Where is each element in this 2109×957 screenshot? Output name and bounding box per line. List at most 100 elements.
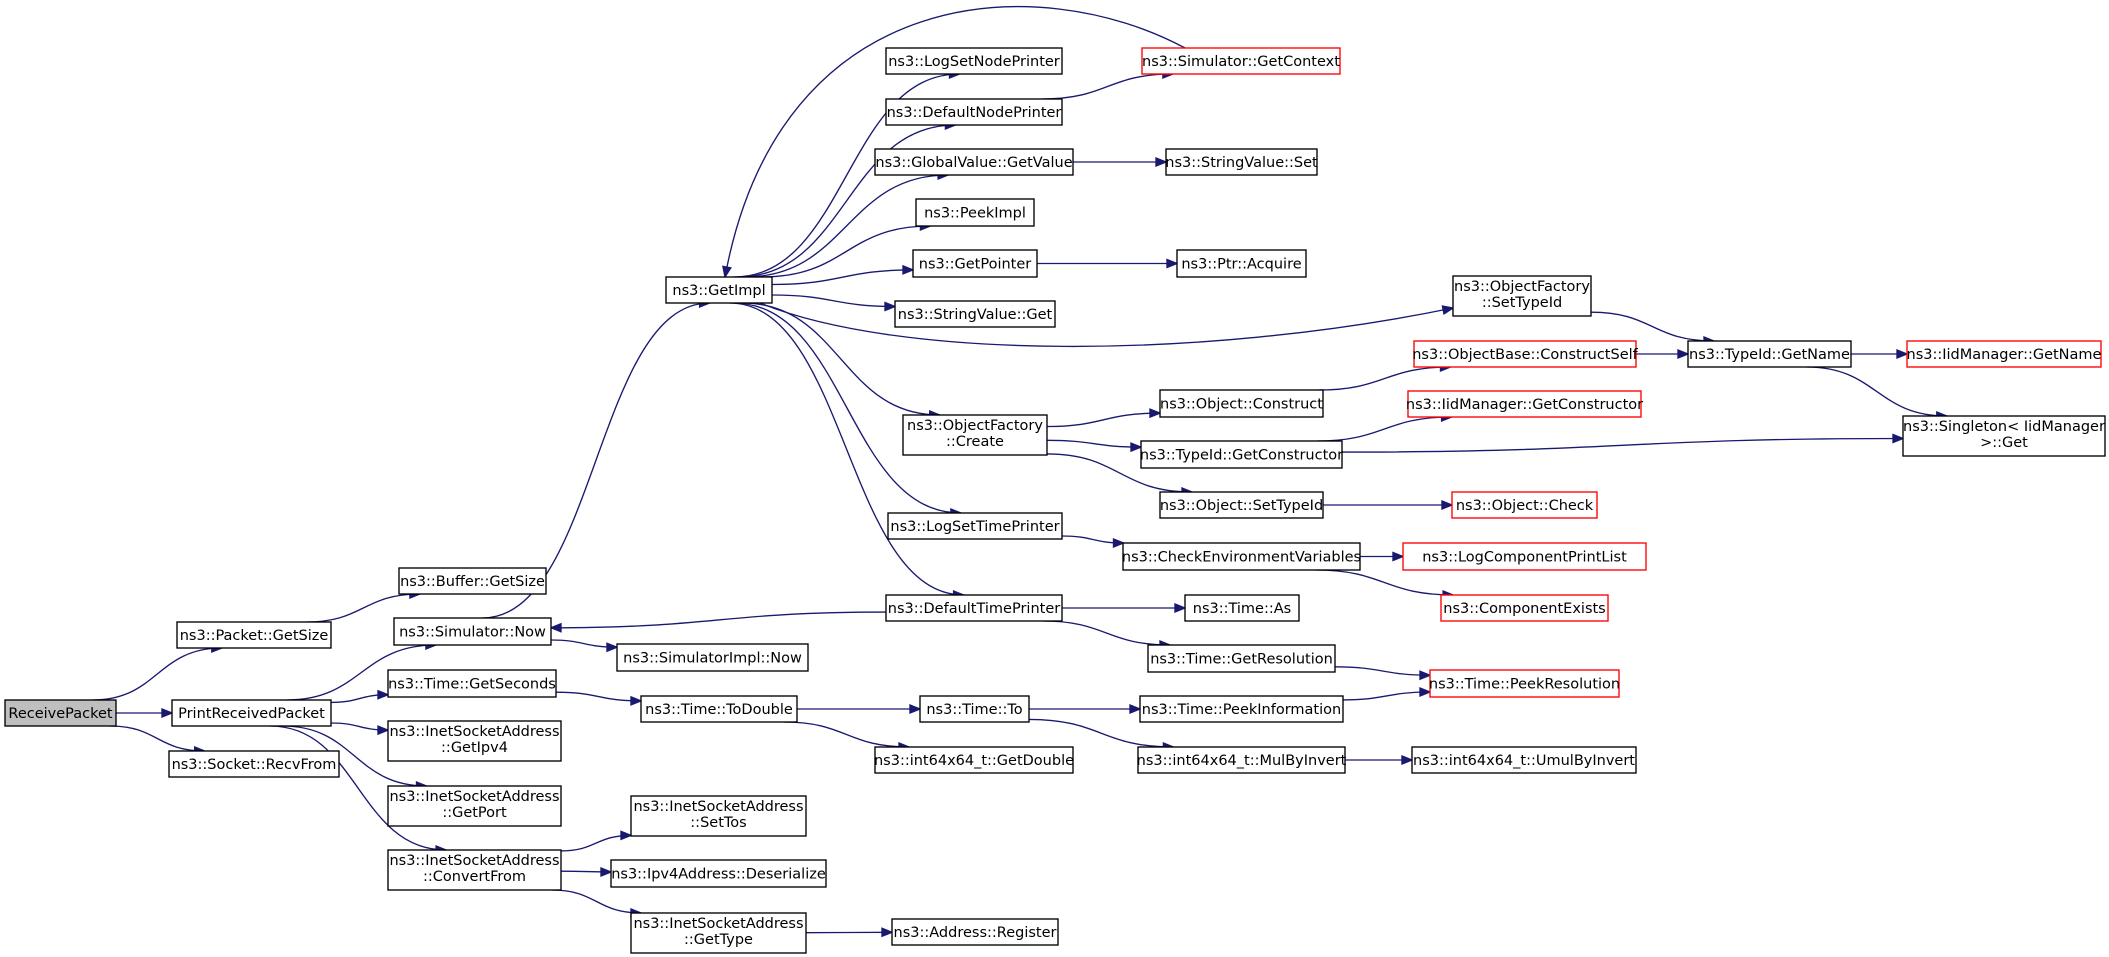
node-box <box>398 567 547 595</box>
node-tas[interactable]: ns3::Time::As <box>1184 594 1300 622</box>
node-label: ns3::LogSetNodePrinter <box>888 54 1060 70</box>
node-snow[interactable]: ns3::Simulator::Now <box>393 617 552 646</box>
node-label: ns3::int64x64_t::GetDouble <box>874 753 1074 769</box>
edge-line <box>1046 439 1142 448</box>
edge-line <box>744 174 949 278</box>
node-box <box>616 643 809 672</box>
node-gip[interactable]: ns3::InetSocketAddress::GetIpv4 <box>387 720 562 762</box>
node-srf[interactable]: ns3::Socket::RecvFrom <box>168 750 340 778</box>
edge-snow-to-sinow <box>550 639 619 653</box>
node-box <box>1122 542 1361 571</box>
node-box <box>665 276 773 304</box>
node-gtype[interactable]: ns3::InetSocketAddress::GetType <box>630 912 807 954</box>
node-i64umbi[interactable]: ns3::int64x64_t::UmulByInvert <box>1411 746 1637 774</box>
node-gptr[interactable]: ns3::GetPointer <box>912 249 1038 278</box>
node-gvgv[interactable]: ns3::GlobalValue::GetValue <box>874 148 1074 176</box>
node-box <box>1184 594 1300 622</box>
node-obcs[interactable]: ns3::ObjectBase::ConstructSelf <box>1412 340 1639 368</box>
node-ipdes[interactable]: ns3::Ipv4Address::Deserialize <box>610 859 827 888</box>
node-ttt[interactable]: ns3::Time::To <box>919 695 1030 723</box>
node-oconst[interactable]: ns3::Object::Construct <box>1159 389 1324 418</box>
edge-line <box>729 302 964 596</box>
node-label: ns3::InetSocketAddress <box>389 724 559 740</box>
edge-arrowhead <box>606 642 619 653</box>
edge-line <box>1042 73 1173 100</box>
node-tigc[interactable]: ns3::TypeId::GetConstructor <box>1140 440 1343 469</box>
edge-arrowhead <box>1149 408 1162 419</box>
node-rp[interactable]: ReceivePacket <box>4 699 117 727</box>
node-tpi[interactable]: ns3::Time::PeekInformation <box>1139 695 1344 723</box>
edge-arrowhead <box>1441 305 1455 316</box>
edge-arrowhead <box>600 867 613 877</box>
node-stos[interactable]: ns3::InetSocketAddress::SetTos <box>630 795 807 837</box>
node-i64gd[interactable]: ns3::int64x64_t::GetDouble <box>874 746 1074 774</box>
edge-line <box>551 889 642 914</box>
node-label: ns3::Simulator::Now <box>399 625 546 641</box>
edge-tign-to-imgn <box>1850 349 1909 359</box>
node-bgs[interactable]: ns3::Buffer::GetSize <box>398 567 547 595</box>
edge-rp-to-pgs <box>92 643 224 701</box>
node-svset[interactable]: ns3::StringValue::Set <box>1165 148 1318 176</box>
node-areg[interactable]: ns3::Address::Register <box>891 918 1059 946</box>
node-box <box>610 859 827 888</box>
node-label: >::Get <box>1980 435 2028 451</box>
node-sing[interactable]: ns3::Singleton< IidManager>::Get <box>1902 415 2106 457</box>
node-lcpl[interactable]: ns3::LogComponentPrintList <box>1402 542 1647 571</box>
node-dnp[interactable]: ns3::DefaultNodePrinter <box>885 98 1063 126</box>
edge-line <box>737 124 956 278</box>
node-ttod[interactable]: ns3::Time::ToDouble <box>640 695 798 723</box>
edge-line <box>759 302 1454 348</box>
node-box <box>874 148 1074 176</box>
node-lstp[interactable]: ns3::LogSetTimePrinter <box>887 512 1063 540</box>
node-imgn[interactable]: ns3::IidManager::GetName <box>1906 340 2102 368</box>
node-gport[interactable]: ns3::InetSocketAddress::GetPort <box>387 785 562 827</box>
node-label: ns3::InetSocketAddress <box>633 799 803 815</box>
node-box <box>885 47 1063 75</box>
node-peek[interactable]: ns3::PeekImpl <box>915 198 1035 227</box>
node-label: ns3::TypeId::GetName <box>1689 347 1850 363</box>
node-sgc[interactable]: ns3::Simulator::GetContext <box>1141 47 1341 75</box>
node-label: ns3::StringValue::Set <box>1165 155 1318 171</box>
node-svget[interactable]: ns3::StringValue::Get <box>894 300 1056 328</box>
node-label: ns3::Ipv4Address::Deserialize <box>611 867 826 883</box>
node-ocheck[interactable]: ns3::Object::Check <box>1451 491 1598 519</box>
node-pgs[interactable]: ns3::Packet::GetSize <box>176 621 332 649</box>
edge-line <box>269 725 447 851</box>
node-prp[interactable]: PrintReceivedPacket <box>171 699 332 727</box>
node-conv[interactable]: ns3::InetSocketAddress::ConvertFrom <box>387 849 562 891</box>
node-box <box>1159 389 1324 418</box>
node-tgs[interactable]: ns3::Time::GetSeconds <box>387 669 557 698</box>
node-tgr[interactable]: ns3::Time::GetResolution <box>1147 644 1336 673</box>
node-box <box>1165 148 1318 176</box>
edge-arrowhead <box>630 695 643 706</box>
node-gimpl[interactable]: ns3::GetImpl <box>665 276 773 304</box>
node-label: ns3::InetSocketAddress <box>389 789 559 805</box>
edge-line <box>555 691 642 702</box>
node-imgc[interactable]: ns3::IidManager::GetConstructor <box>1406 390 1643 418</box>
node-ofsti[interactable]: ns3::ObjectFactory::SetTypeId <box>1452 275 1592 317</box>
edge-line <box>550 611 887 629</box>
edge-line <box>109 725 205 752</box>
node-label: ns3::GetPointer <box>919 257 1032 273</box>
node-i64mbi[interactable]: ns3::int64x64_t::MulByInvert <box>1137 746 1347 774</box>
node-pacq[interactable]: ns3::Ptr::Acquire <box>1176 249 1307 278</box>
edge-gvgv-to-svset <box>1073 157 1168 167</box>
node-tign[interactable]: ns3::TypeId::GetName <box>1687 340 1852 368</box>
node-sinow[interactable]: ns3::SimulatorImpl::Now <box>616 643 809 672</box>
node-box <box>887 512 1063 540</box>
node-label: ns3::GetImpl <box>672 283 765 299</box>
node-label: ReceivePacket <box>8 706 113 722</box>
node-cev[interactable]: ns3::CheckEnvironmentVariables <box>1122 542 1361 571</box>
node-cexists[interactable]: ns3::ComponentExists <box>1440 594 1609 622</box>
node-box <box>387 785 562 827</box>
node-box <box>387 720 562 762</box>
node-box <box>1141 47 1341 75</box>
node-dtp[interactable]: ns3::DefaultTimePrinter <box>885 594 1063 622</box>
node-osti[interactable]: ns3::Object::SetTypeId <box>1159 491 1324 519</box>
node-lsnp[interactable]: ns3::LogSetNodePrinter <box>885 47 1063 75</box>
node-ofcreate[interactable]: ns3::ObjectFactory::Create <box>902 414 1048 456</box>
node-label: ns3::Packet::GetSize <box>180 628 329 644</box>
edge-tign-to-sing <box>1806 366 1949 421</box>
node-tpr[interactable]: ns3::Time::PeekResolution <box>1429 669 1620 698</box>
node-label: ns3::Time::GetResolution <box>1150 652 1333 668</box>
